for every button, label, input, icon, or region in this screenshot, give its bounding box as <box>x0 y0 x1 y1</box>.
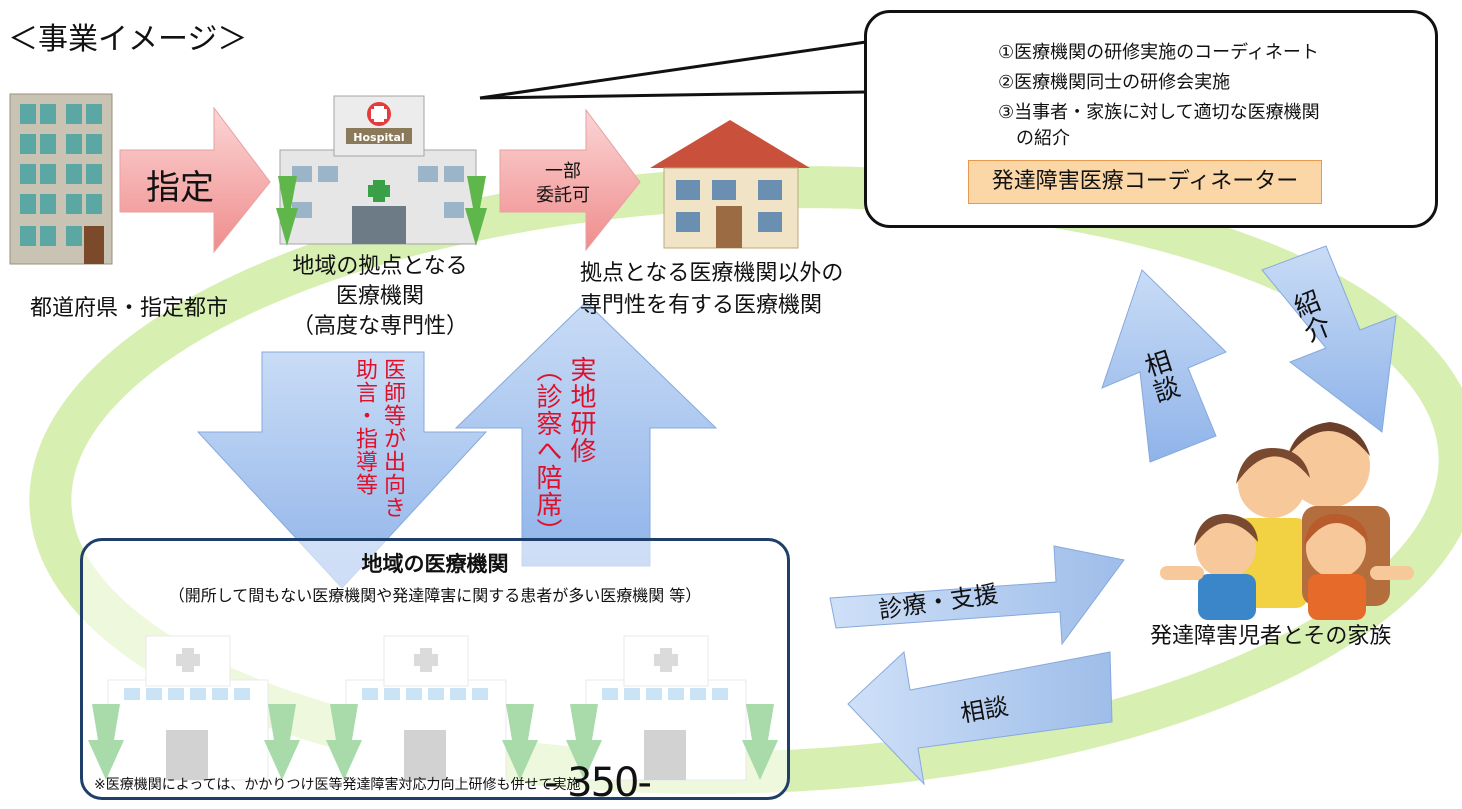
local-box-note: ※医療機関によっては、かかりつけ医等発達障害対応力向上研修も併せて実施 <box>94 777 581 793</box>
local-box-subtitle: （開所して間もない医療機関や発達障害に関する患者が多い医療機関 等） <box>168 586 702 605</box>
specialized-facility-label: 拠点となる医療機関以外の 専門性を有する医療機関 <box>580 258 843 322</box>
local-box-title: 地域の医療機関 <box>361 552 509 576</box>
hub-hospital-label: 地域の拠点となる 医療機関 （高度な専門性） <box>260 252 500 342</box>
bubble-pointer <box>479 40 867 100</box>
dispatch-text: 医師等が出向き 助言・指導等 <box>350 358 406 558</box>
partial-delegation-arrow <box>499 108 641 252</box>
dispatch-down-arrow <box>196 351 488 589</box>
hub-label-line3: （高度な専門性） <box>291 314 468 339</box>
partial-delegation-label: 一部 委託可 <box>518 160 608 208</box>
coordinator-item-4: の紹介 <box>998 128 1070 149</box>
designate-arrow-label: 指定 <box>146 168 214 208</box>
page-number: - 350- <box>544 760 652 806</box>
specialized-label-line2: 専門性を有する医療機関 <box>580 293 823 318</box>
coordinator-item-1: ①医療機関の研修実施のコーディネート <box>998 42 1319 63</box>
consult-back-arrow <box>847 650 1113 786</box>
partial-delegation-line2: 委託可 <box>536 185 590 206</box>
prefecture-label: 都道府県・指定都市 <box>29 296 228 321</box>
page-title: ＜事業イメージ＞ <box>8 22 248 57</box>
hub-label-line1: 地域の拠点となる <box>292 254 468 279</box>
coordinator-role-badge: 発達障害医療コーディネーター <box>968 160 1322 204</box>
coordinator-item-2: ②医療機関同士の研修会実施 <box>998 72 1231 93</box>
introduce-down-arrow <box>1261 245 1397 433</box>
family-illustration <box>1160 422 1414 620</box>
designate-arrow <box>119 106 271 254</box>
partial-delegation-line1: 一部 <box>545 161 581 182</box>
training-text-col1: 実地研修 <box>566 356 596 464</box>
hub-label-line2: 医療機関 <box>335 284 424 309</box>
family-label: 発達障害児者とその家族 <box>1150 624 1392 649</box>
dispatch-text-col2: 助言・指導等 <box>352 358 377 496</box>
training-text-col2: （診察へ陪席） <box>532 356 562 545</box>
consult-up-arrow <box>1101 269 1227 463</box>
prefecture-building-icon <box>9 93 113 265</box>
training-text: 実地研修 （診察へ陪席） <box>530 356 598 556</box>
specialized-facility-icon <box>650 120 810 249</box>
care-support-arrow <box>829 545 1125 646</box>
dispatch-text-col1: 医師等が出向き <box>380 358 405 519</box>
local-medical-institutions-box <box>80 538 790 800</box>
hub-hospital-icon: Hospital <box>276 95 487 246</box>
coordinator-item-3: ③当事者・家族に対して適切な医療機関 <box>998 102 1320 123</box>
specialized-label-line1: 拠点となる医療機関以外の <box>580 261 844 286</box>
hospital-sign-text: Hospital <box>353 131 404 144</box>
